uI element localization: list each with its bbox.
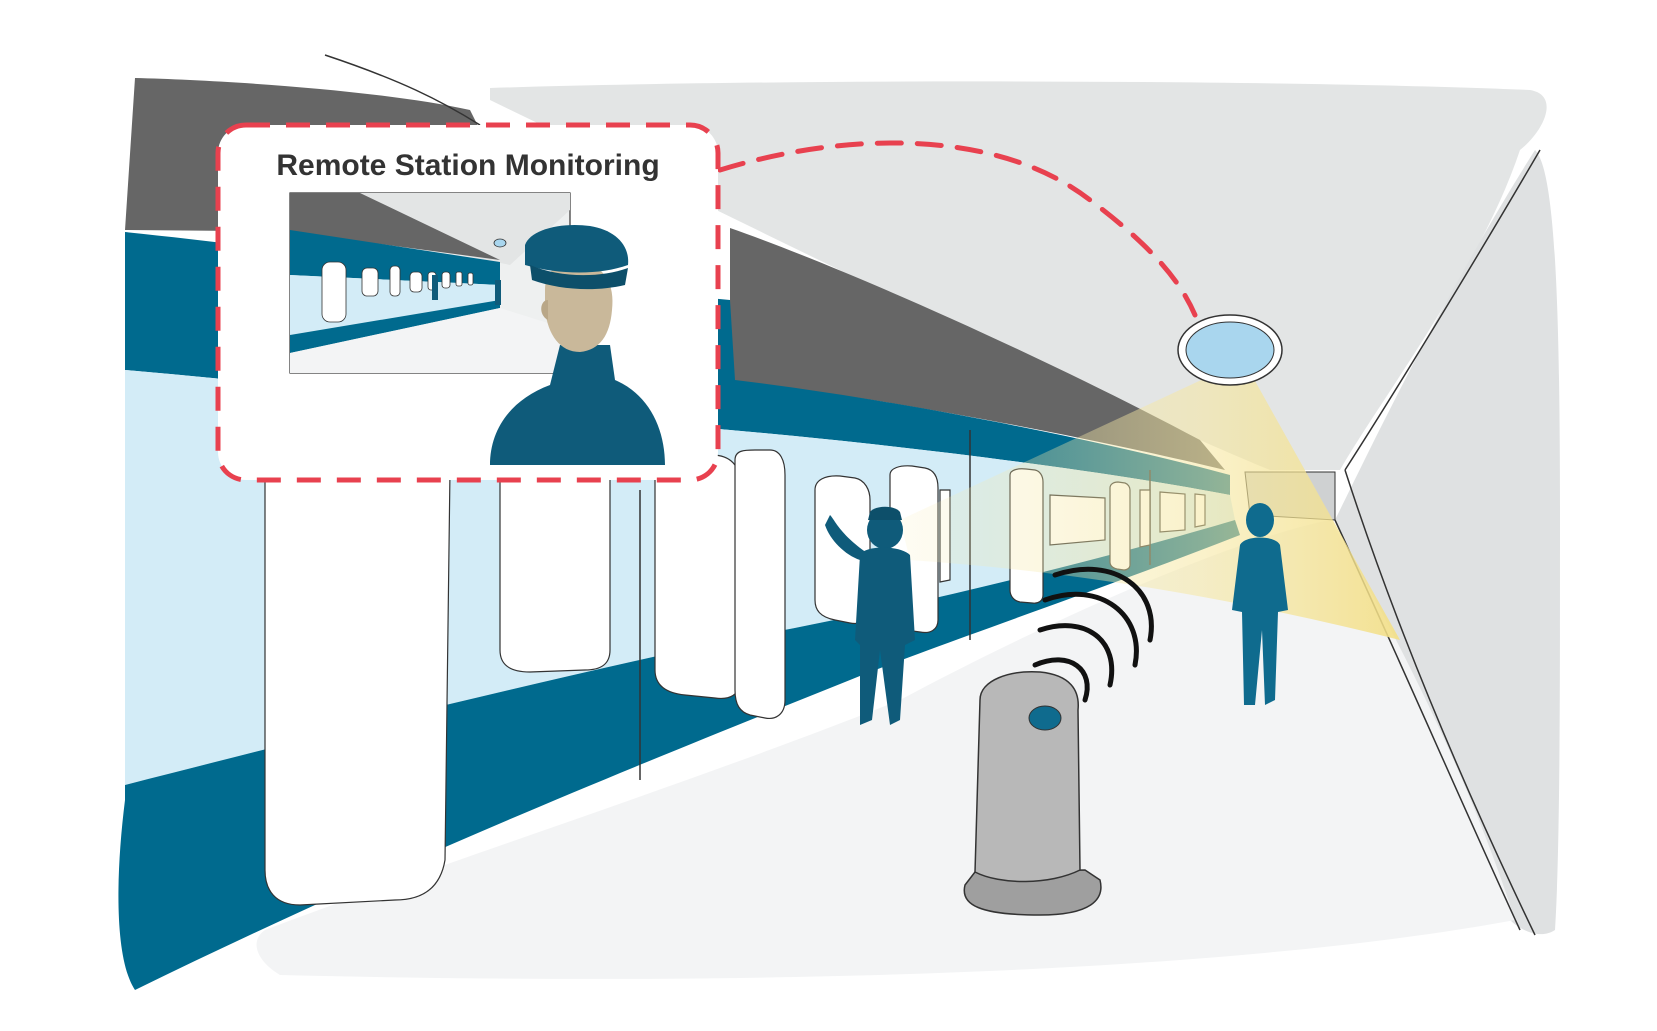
patrol-robot-icon (963, 671, 1102, 916)
train-lower-band (118, 520, 1241, 990)
platform-floor (256, 520, 1515, 979)
panel-title: Remote Station Monitoring (276, 149, 659, 182)
waving-person-icon (825, 506, 915, 725)
roof-edge-line (324, 54, 481, 126)
ceiling-camera-icon (1177, 314, 1283, 386)
right-wall (1335, 150, 1560, 935)
wall-edge-line (1344, 149, 1541, 936)
train-roof (730, 228, 1225, 470)
station-operator-icon (490, 224, 665, 465)
remote-monitoring-panel: Remote Station Monitoring (215, 122, 721, 483)
monitor-camera-link (717, 140, 1198, 318)
monitor-screen (289, 192, 571, 374)
ceiling (490, 81, 1547, 471)
standing-person-icon (1232, 503, 1288, 705)
wireless-signal-icon (1032, 566, 1154, 703)
